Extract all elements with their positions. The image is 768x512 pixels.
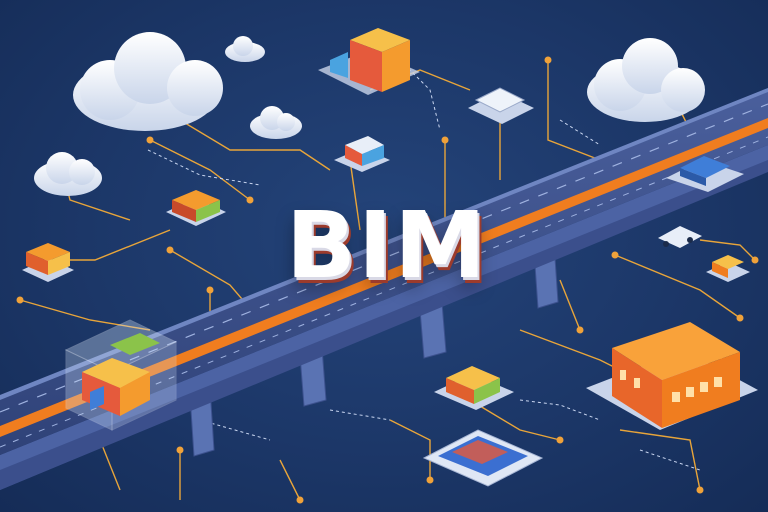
bim-title: BIM <box>286 192 488 299</box>
car-icon <box>666 156 744 192</box>
cloud-icon <box>587 38 705 122</box>
building-icon <box>318 28 420 95</box>
building-icon <box>706 255 750 282</box>
tablet-icon <box>422 429 544 487</box>
cloud-icon <box>34 152 102 196</box>
building-icon <box>166 190 226 226</box>
building-icon <box>22 243 74 282</box>
highway-bridge <box>0 88 768 490</box>
cloud-icon <box>225 36 265 62</box>
building-icon <box>434 366 514 410</box>
cloud-icon <box>73 32 223 131</box>
car-icon <box>658 226 702 248</box>
connector-dashed-lines <box>147 59 701 471</box>
glass-box-icon <box>64 319 178 431</box>
server-icon <box>468 87 534 124</box>
building-icon <box>334 136 390 172</box>
cloud-icon <box>250 106 302 139</box>
warehouse-icon <box>586 322 758 430</box>
